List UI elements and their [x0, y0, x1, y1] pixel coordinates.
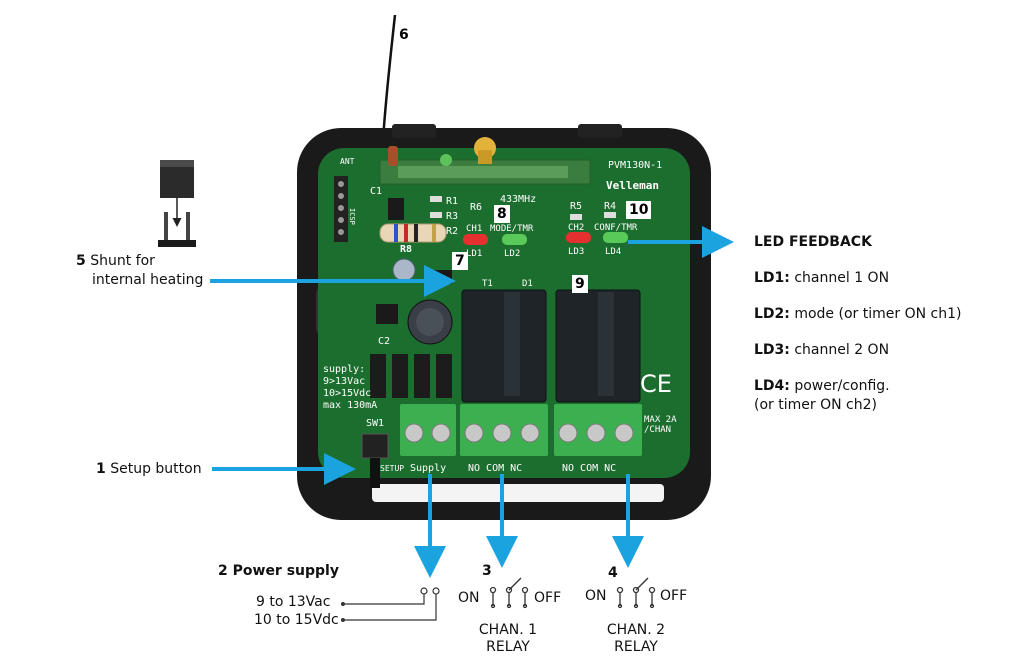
setup-button [361, 433, 389, 459]
legend-item-ld2: LD2: mode (or timer ON ch1) [754, 306, 961, 322]
callout-6: 6 [396, 26, 412, 44]
pcb-label-max-2: /CHAN [644, 425, 671, 435]
pcb-label-c1: C1 [370, 186, 382, 197]
legend-text-ld2: mode (or timer ON ch1) [789, 306, 962, 322]
relay2-on: ON [585, 588, 607, 604]
pcb-label-ld4: LD4 [605, 247, 621, 257]
pcb-label-terminal-supply: Supply [410, 463, 446, 474]
legend-ld4-continued: (or timer ON ch2) [754, 397, 877, 413]
pcb-label-terminal-relay2: NO COM NC [562, 463, 616, 474]
shunt-text-1: Shunt for [90, 253, 155, 269]
ce-mark: CE [640, 370, 672, 398]
pcb-label-ld2: LD2 [504, 249, 520, 259]
vac-label: 9 to 13Vac [256, 594, 331, 610]
shunt-icon [158, 160, 196, 247]
relay2-number: 4 [608, 565, 618, 581]
legend-item-ld3: LD3: channel 2 ON [754, 342, 889, 358]
pcb-label-r6: R6 [470, 202, 482, 213]
callout-10: 10 [626, 201, 652, 219]
pcb-label-module: PVM130N-1 [608, 160, 662, 171]
supply-wiring [345, 587, 440, 621]
pcb-label-ch2: CH2 [568, 223, 584, 233]
pcb-label-ld3: LD3 [568, 247, 584, 257]
legend-text-ld3: channel 2 ON [789, 342, 890, 358]
relay1-off: OFF [534, 590, 562, 606]
relay1-on: ON [458, 590, 480, 606]
setup-label: 1 Setup button [96, 461, 202, 477]
pcb-label-r3: R3 [446, 211, 458, 222]
shunt-number: 5 [76, 253, 86, 269]
pcb-label-supply-3: 10>15Vdc [323, 388, 371, 399]
pcb-label-brand: Velleman [606, 179, 659, 192]
pcb-label-supply-2: 9>13Vac [323, 376, 365, 387]
terminal-supply [400, 404, 456, 456]
resistor-r8 [379, 223, 447, 243]
housing-slot [372, 484, 664, 502]
pcb-label-c2: C2 [378, 336, 390, 347]
pcb-label-terminal-relay1: NO COM NC [468, 463, 522, 474]
led-ld3 [566, 232, 591, 243]
pcb-label-r2: R2 [446, 226, 458, 237]
power-number: 2 [218, 563, 228, 579]
pcb-label-ant: ANT [340, 157, 355, 166]
relay1-caption-2: RELAY [486, 639, 530, 655]
legend-key-ld3: LD3: [754, 342, 790, 358]
pcb-label-r8: R8 [400, 244, 412, 255]
legend-item-ld4: LD4: power/config. [754, 378, 890, 394]
setup-number: 1 [96, 461, 106, 477]
pcb-label-r1: R1 [446, 196, 458, 207]
pcb-label-freq: 433MHz [500, 194, 536, 205]
pcb-label-ld1: LD1 [466, 249, 482, 259]
capacitor-small [392, 258, 416, 282]
callout-8: 8 [494, 205, 510, 223]
led-ld4 [603, 232, 628, 243]
legend-key-ld1: LD1: [754, 270, 790, 286]
power-text: Power supply [232, 563, 339, 579]
led-ld2 [502, 234, 527, 245]
relay1-number: 3 [482, 563, 492, 579]
pcb-label-sw1: SW1 [366, 418, 384, 429]
relay2-caption-1: CHAN. 2 [606, 622, 666, 638]
pcb-label-supply-4: max 130mA [323, 400, 377, 411]
relay1-caption-1: CHAN. 1 [478, 622, 538, 638]
pcb-label-r5: R5 [570, 201, 582, 212]
relay1-switch-symbol [489, 577, 529, 609]
legend-item-ld1: LD1: channel 1 ON [754, 270, 889, 286]
pcb-label-setup: SETUP [380, 464, 404, 473]
callout-7: 7 [452, 252, 468, 270]
power-label: 2 Power supply [218, 563, 339, 579]
legend-text-ld1: channel 1 ON [789, 270, 890, 286]
led-ld1 [463, 234, 488, 245]
legend-key-ld4: LD4: [754, 378, 790, 394]
pcb-label-supply-1: supply: [323, 364, 365, 375]
pcb-label-icsp: ICSP [348, 208, 356, 225]
vdc-label: 10 to 15Vdc [254, 612, 339, 628]
relay2-switch-symbol [616, 577, 656, 609]
pcb-label-mode-tmr: MODE/TMR [490, 224, 534, 234]
shunt-label-line2: internal heating [92, 272, 204, 288]
legend-key-ld2: LD2: [754, 306, 790, 322]
pcb-label-r4: R4 [604, 201, 616, 212]
pcb-label-max-1: MAX 2A [644, 415, 677, 425]
pcb-label-ch1: CH1 [466, 224, 482, 234]
pcb-label-t1: T1 [482, 279, 493, 289]
pcb-label-d1: D1 [522, 279, 533, 289]
relay2-caption-2: RELAY [614, 639, 658, 655]
legend-title: LED FEEDBACK [754, 234, 872, 250]
relay2-off: OFF [660, 588, 688, 604]
legend-text-ld4: power/config. [789, 378, 890, 394]
setup-text: Setup button [110, 461, 202, 477]
pcb-label-conf-tmr: CONF/TMR [594, 223, 638, 233]
shunt-label: 5 Shunt for [76, 253, 155, 269]
callout-9: 9 [572, 275, 588, 293]
